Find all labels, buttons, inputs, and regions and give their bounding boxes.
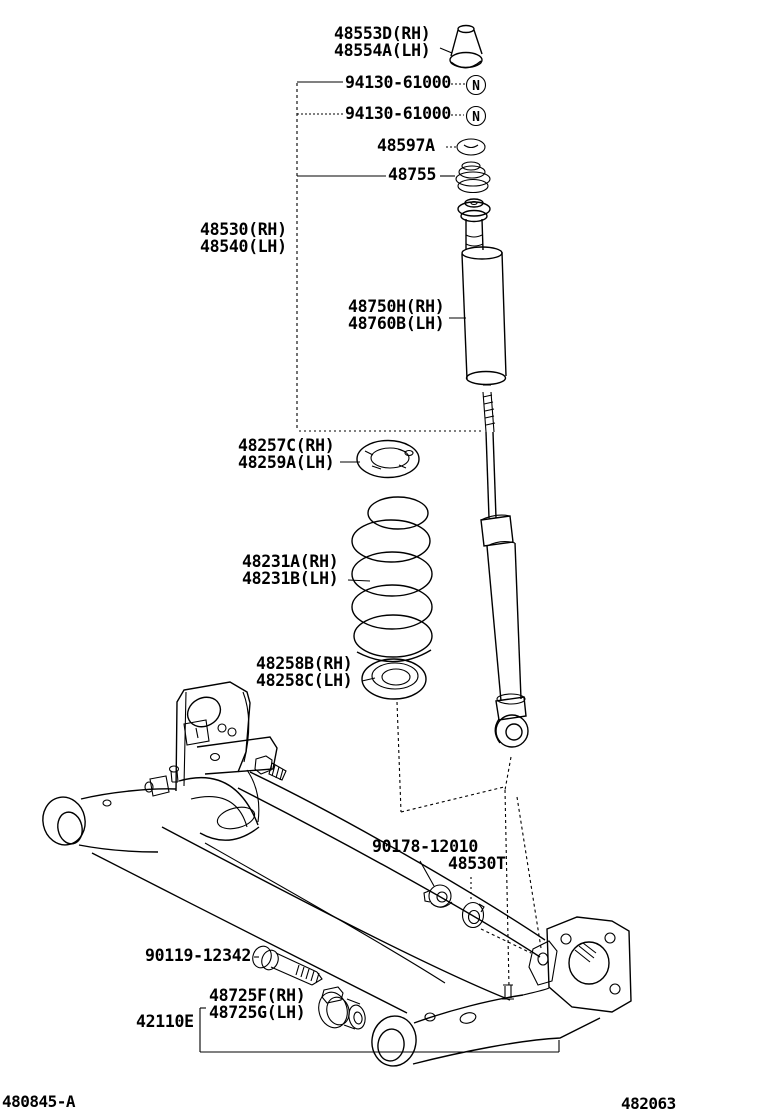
nut-symbol-1: N: [465, 74, 487, 96]
figure-code-left: 480845-A: [2, 1092, 76, 1111]
part-number[interactable]: 48725F(RH): [209, 986, 306, 1005]
nut-symbol-2: N: [465, 105, 487, 127]
part-number[interactable]: 48258C(LH): [256, 671, 353, 690]
shock-body-art: [480, 384, 529, 748]
bump-stop-art: [449, 24, 483, 69]
part-number[interactable]: 48231A(RH): [242, 552, 339, 571]
callout-bump-stop[interactable]: 48553D(RH)48554A(LH): [334, 24, 431, 60]
part-number[interactable]: 42110E: [136, 1012, 194, 1031]
part-number[interactable]: 48755: [388, 165, 437, 184]
construction-lines: [296, 83, 542, 988]
part-number[interactable]: 48554A(LH): [334, 41, 431, 60]
flanged-nut-art: [423, 884, 453, 908]
callout-coil-spring[interactable]: 48231A(RH)48231B(LH): [242, 552, 339, 588]
bushing-art: [318, 986, 366, 1030]
part-number[interactable]: 48540(LH): [200, 237, 287, 256]
axle-beam-art: [42, 681, 632, 1067]
part-number[interactable]: 48257C(RH): [238, 436, 335, 455]
figure-code-right: 482063: [621, 1094, 676, 1112]
support-art: [455, 161, 491, 194]
callout-washer[interactable]: 48597A: [377, 137, 435, 154]
part-number[interactable]: 94130-61000: [345, 104, 451, 123]
spring-lower-insulator-art: [361, 658, 427, 700]
callout-shock-absorber-assy[interactable]: 48530(RH)48540(LH): [200, 221, 287, 255]
callout-dust-cover[interactable]: 48750H(RH)48760B(LH): [348, 297, 445, 333]
part-number[interactable]: 90178-12010: [372, 837, 478, 856]
callout-nut-upper-2[interactable]: 94130-61000: [345, 105, 451, 122]
callout-bolt[interactable]: 90119-12342: [145, 947, 251, 964]
part-number[interactable]: 48553D(RH): [334, 24, 431, 43]
part-number[interactable]: 48750H(RH): [348, 297, 445, 316]
bolt-art: [252, 945, 323, 986]
callout-washer-t[interactable]: 48530T: [448, 855, 506, 872]
callout-nut-upper-1[interactable]: 94130-61000: [345, 74, 451, 91]
nut-symbol-letter: N: [472, 110, 480, 125]
shock-strut-art: [457, 198, 507, 386]
washer-art: [456, 138, 486, 156]
callout-bushing[interactable]: 48725F(RH)48725G(LH): [209, 986, 306, 1022]
nut-symbol-letter: N: [472, 79, 480, 94]
coil-spring-art: [351, 496, 433, 663]
spring-upper-seat-art: [356, 439, 420, 479]
washer-t-art: [461, 901, 485, 929]
callout-nut-lower[interactable]: 90178-12010: [372, 838, 478, 855]
part-number[interactable]: 48597A: [377, 136, 435, 155]
callout-axle-beam[interactable]: 42110E: [136, 1013, 194, 1030]
part-number[interactable]: 48760B(LH): [348, 314, 445, 333]
callout-support[interactable]: 48755: [388, 166, 436, 183]
callout-spring-upper-seat[interactable]: 48257C(RH)48259A(LH): [238, 436, 335, 472]
part-number[interactable]: 48259A(LH): [238, 453, 335, 472]
part-number[interactable]: 48725G(LH): [209, 1003, 306, 1022]
leader-lines: [199, 47, 560, 1053]
part-number[interactable]: 48258B(RH): [256, 654, 353, 673]
callout-spring-lower-insulator[interactable]: 48258B(RH)48258C(LH): [256, 654, 353, 690]
part-number[interactable]: 48530T: [448, 854, 506, 873]
part-number[interactable]: 90119-12342: [145, 946, 251, 965]
part-number[interactable]: 94130-61000: [345, 73, 451, 92]
part-number[interactable]: 48231B(LH): [242, 569, 339, 588]
part-number[interactable]: 48530(RH): [200, 220, 287, 239]
